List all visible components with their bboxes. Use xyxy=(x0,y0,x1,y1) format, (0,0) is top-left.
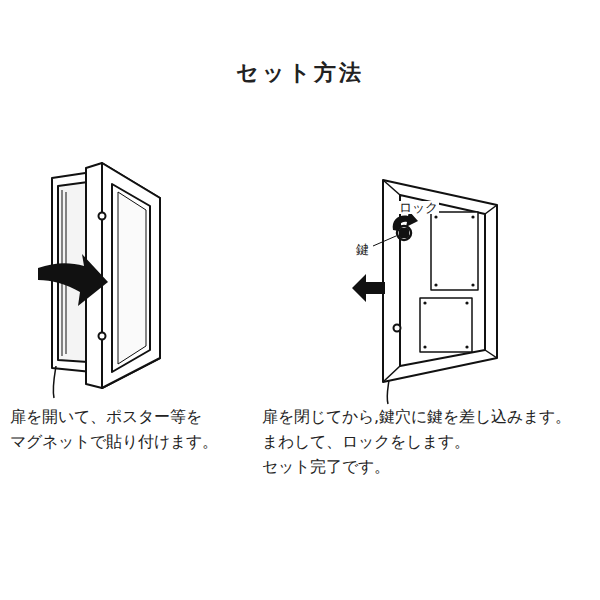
leader-line xyxy=(373,236,396,246)
open-arrow xyxy=(38,254,108,306)
step-caption: 扉を閉じてから,鍵穴に鍵を差し込みます。 まわして、ロックをします。セット完了で… xyxy=(262,405,596,479)
lock-label: ロック xyxy=(398,201,439,214)
key-label: 鍵 xyxy=(355,243,370,256)
closed-frame xyxy=(383,180,497,404)
rotate-arrow xyxy=(393,211,418,231)
title: セット方法 xyxy=(0,58,600,88)
close-arrow xyxy=(352,274,385,302)
step-caption: 扉を開いて、ポスター等を マグネットで貼り付けます。 xyxy=(10,405,242,455)
